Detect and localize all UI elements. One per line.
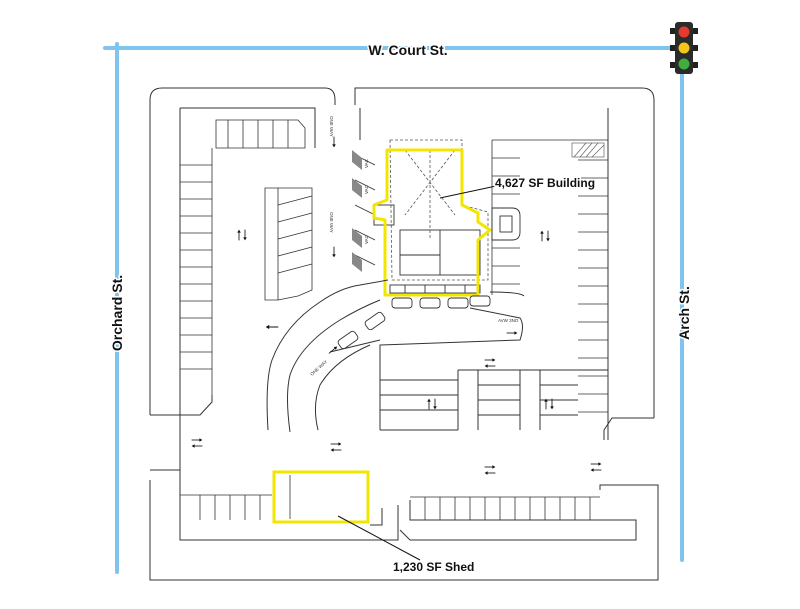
building-leader-line	[439, 185, 497, 199]
vac-marks: VAC VAC VAC	[364, 158, 369, 244]
two-way-arrow-icon	[236, 229, 248, 241]
vac-mark: VAC	[364, 234, 369, 244]
streets	[103, 42, 686, 574]
two-way-arrow-icon	[191, 437, 203, 449]
one-way-arrow-icon	[331, 246, 337, 258]
two-way-arrow-icon	[426, 398, 438, 410]
two-way-arrow-icon	[539, 230, 551, 242]
angled-parking	[354, 154, 376, 266]
two-way-arrow-icon	[484, 464, 496, 476]
traffic-light-icon	[670, 22, 698, 74]
hatched-stalls	[352, 150, 362, 272]
shed	[272, 470, 370, 524]
parking-right	[491, 139, 608, 413]
shed-leader-line	[337, 515, 421, 561]
drive-kiosk	[491, 207, 521, 241]
one-way-mark: ONE WAY	[309, 359, 328, 377]
parked-cars	[337, 295, 491, 350]
vac-mark: VAC	[364, 184, 369, 194]
drive-aisle	[266, 279, 608, 433]
street-name-orchard: Orchard St.	[109, 275, 125, 351]
callout-leaders	[337, 185, 497, 561]
street-name-arch: Arch St.	[676, 286, 692, 340]
one-way-arrow-icon	[331, 136, 337, 148]
site-curbs	[149, 87, 659, 581]
hatched-area	[571, 142, 605, 158]
two-way-arrow-icon	[590, 461, 602, 473]
two-way-arrow-icon	[330, 441, 342, 453]
pavement-marks: ONE WAY ONE WAY ONE WAY AVW 3NO	[309, 116, 519, 377]
building-footprint	[389, 139, 489, 281]
street-name-w-court: W. Court St.	[368, 42, 447, 58]
one-way-mark-reversed: AVW 3NO	[498, 318, 519, 323]
shed-area-callout: 1,230 SF Shed	[393, 560, 474, 574]
parking-left	[180, 119, 313, 395]
one-way-mark: ONE WAY	[329, 212, 334, 233]
parking-bottom	[180, 494, 600, 520]
vac-mark: VAC	[364, 158, 369, 168]
building-area-callout: 4,627 SF Building	[495, 176, 595, 190]
one-way-mark: ONE WAY	[329, 116, 334, 137]
two-way-arrow-icon	[484, 357, 496, 369]
one-way-arrow-icon	[506, 330, 518, 336]
building-outline	[372, 148, 492, 297]
one-way-arrow-icon	[265, 324, 279, 330]
